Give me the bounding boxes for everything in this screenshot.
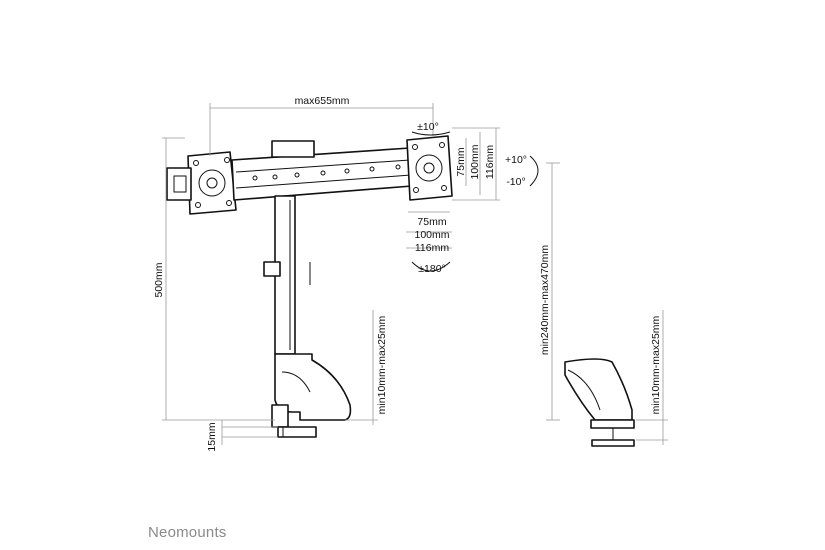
- clamp-range-left-label: min10mm-max25mm: [376, 315, 388, 414]
- crossbar: [231, 140, 413, 201]
- rotation-label: ±180°: [418, 263, 445, 275]
- vesa-1-label: 75mm: [455, 147, 467, 176]
- max-width-label: max655mm: [295, 95, 350, 107]
- base-clamp: [271, 353, 352, 438]
- clamp-range-right-label: min10mm-max25mm: [650, 315, 662, 414]
- pole: [263, 195, 311, 355]
- vesa-b2-label: 100mm: [414, 229, 449, 241]
- left-vesa-plate: [166, 151, 237, 215]
- base-thickness-label: 15mm: [206, 422, 218, 451]
- swivel-arrow-icon: [411, 131, 451, 136]
- tilt-down-label: -10°: [506, 176, 525, 188]
- right-vesa-plate: [406, 135, 453, 201]
- vesa-2-label: 100mm: [469, 144, 481, 179]
- clamp-side-view: [564, 358, 635, 447]
- vesa-b1-label: 75mm: [417, 216, 446, 228]
- rotate-arrow-icon: [411, 261, 451, 272]
- dimension-lines: [162, 103, 668, 445]
- vesa-b3-label: 116mm: [415, 242, 449, 254]
- tilt-arrow-icon: [529, 155, 539, 187]
- monitor-mount-front-view: [166, 135, 453, 438]
- vesa-3-label: 116mm: [484, 145, 496, 179]
- tilt-up-label: +10°: [505, 154, 527, 166]
- height-label: 500mm: [153, 262, 165, 297]
- desk-range-label: min240mm-max470mm: [539, 245, 551, 356]
- brand-logo-text: Neomounts: [148, 524, 227, 541]
- rotation-indicators: [411, 131, 539, 272]
- swivel-label: ±10°: [417, 121, 439, 133]
